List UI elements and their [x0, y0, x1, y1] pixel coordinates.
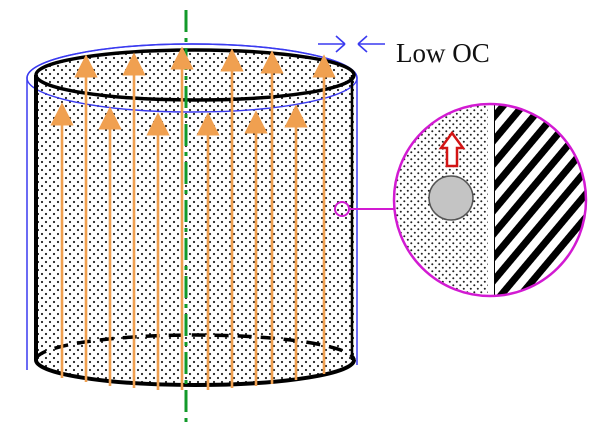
cylinder — [26, 43, 358, 387]
particle — [428, 175, 474, 221]
cylinder-dotted-fill — [36, 50, 354, 385]
cylinder-bottom-front — [34, 359, 356, 387]
cylinder-bottom-back — [34, 333, 356, 361]
magnified-gap — [488, 104, 494, 296]
callout — [334, 102, 588, 298]
cylinder-top-rim — [34, 48, 356, 102]
magnified-wall-hatch — [494, 104, 586, 296]
outer-clearance-ellipse — [26, 43, 358, 113]
low-oc-label: Low OC — [396, 38, 490, 68]
flow-arrows — [50, 46, 336, 390]
magnified-circle — [392, 102, 588, 298]
particle-up-arrow — [438, 130, 466, 168]
clearance-indicator — [318, 35, 385, 53]
magnified-view — [394, 104, 586, 296]
